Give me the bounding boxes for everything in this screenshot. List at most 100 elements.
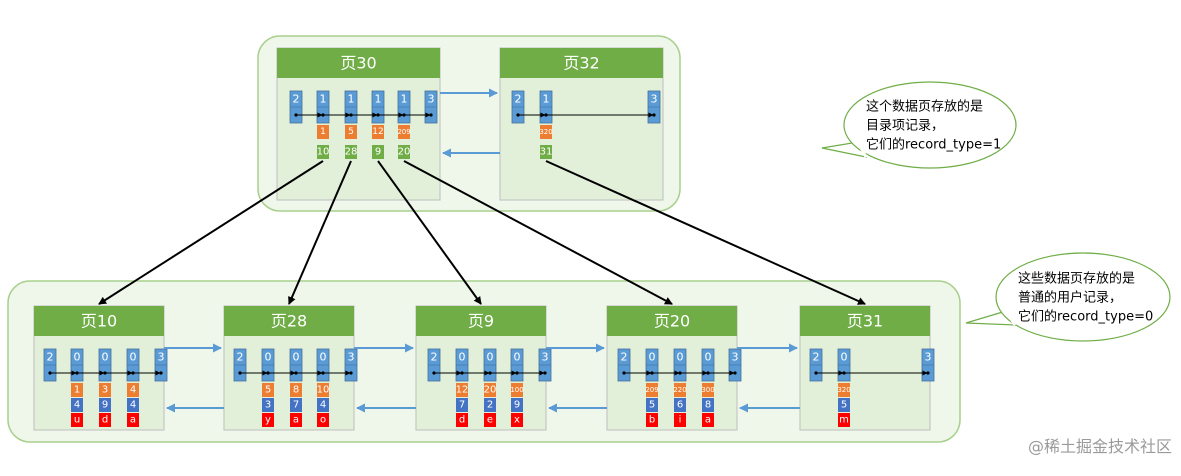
record-type-label: 1 <box>348 93 355 106</box>
column-cell-c1 <box>290 383 302 397</box>
column-cell-c3 <box>456 413 468 427</box>
record-type-label: 0 <box>677 351 684 364</box>
column-cell-c3 <box>838 413 850 427</box>
column-value-c3: y <box>265 415 271 426</box>
record-type-label: 0 <box>320 351 327 364</box>
page-header <box>500 48 663 78</box>
record-type-label: 1 <box>401 93 408 106</box>
record-supremum: 3 <box>921 348 935 382</box>
page-header <box>607 306 737 336</box>
column-value-c2: 5 <box>841 400 847 411</box>
record-infimum: 2 <box>617 348 631 382</box>
column-value-c2: 2 <box>487 400 493 411</box>
column-cell-c3 <box>290 413 302 427</box>
page-header <box>277 48 440 78</box>
callout-line: 这些数据页存放的是 <box>1018 271 1135 287</box>
column-value-c2: 7 <box>459 400 465 411</box>
column-value-c1: 3 <box>102 385 108 396</box>
record-type-label: 3 <box>158 351 165 364</box>
column-value-c2: 4 <box>130 400 136 411</box>
column-cell-c3 <box>674 413 686 427</box>
record-type-label: 0 <box>841 351 848 364</box>
page-number-value: 9 <box>375 147 381 158</box>
callout-ellipse <box>995 252 1171 342</box>
record-type-label: 1 <box>375 93 382 106</box>
record-infimum: 2 <box>809 348 823 382</box>
record-entry: 1 12 9 <box>371 90 385 159</box>
record-type-label: 3 <box>925 351 932 364</box>
record-supremum: 3 <box>344 348 358 382</box>
column-value-c1: 12 <box>456 385 469 396</box>
column-cell-c3 <box>99 413 111 427</box>
record-type-label: 3 <box>348 351 355 364</box>
record-type-label: 2 <box>47 351 54 364</box>
column-value-c1: 100 <box>510 386 523 394</box>
watermark: @稀土掘金技术社区 <box>1028 437 1172 456</box>
key-cell <box>372 125 384 139</box>
page-number-cell <box>317 145 329 159</box>
column-cell-c3 <box>484 413 496 427</box>
record-type-label: 3 <box>651 93 658 106</box>
column-cell-c1 <box>456 383 468 397</box>
column-cell-c2 <box>71 398 83 412</box>
callout-seam <box>1004 310 1017 326</box>
column-cell-c2 <box>456 398 468 412</box>
key-value: 12 <box>372 127 383 137</box>
column-value-c1: 220 <box>673 386 686 394</box>
column-cell-c1 <box>674 383 686 397</box>
record-infimum: 2 <box>289 90 303 124</box>
record-type-label: 2 <box>621 351 628 364</box>
record-type-label: 3 <box>428 93 435 106</box>
callout-line: 它们的record_type=0 <box>1018 309 1153 325</box>
key-cell <box>540 125 552 139</box>
column-value-c2: 4 <box>74 400 80 411</box>
column-cell-c1 <box>317 383 329 397</box>
column-value-c3: x <box>514 415 520 426</box>
column-cell-c3 <box>71 413 83 427</box>
column-value-c3: e <box>487 415 493 426</box>
column-value-c1: 5 <box>265 385 271 396</box>
child-pointer-arrow <box>288 160 352 305</box>
column-value-c2: 6 <box>677 400 683 411</box>
page-title: 页31 <box>847 312 883 331</box>
page-title: 页28 <box>271 312 307 331</box>
column-cell-c1 <box>838 383 850 397</box>
page-header <box>416 306 546 336</box>
column-value-c2: 8 <box>705 400 711 411</box>
page-number-value: 20 <box>398 147 411 158</box>
column-cell-c1 <box>511 383 523 397</box>
record-type-label: 0 <box>705 351 712 364</box>
column-cell-c2 <box>262 398 274 412</box>
column-value-c3: u <box>74 415 80 426</box>
column-value-c2: 5 <box>649 400 655 411</box>
column-cell-c1 <box>127 383 139 397</box>
column-value-c3: a <box>705 415 711 426</box>
child-pointer-arrow <box>98 160 324 305</box>
column-value-c3: i <box>679 415 682 426</box>
column-cell-c1 <box>484 383 496 397</box>
page-title: 页9 <box>468 312 494 331</box>
child-pointer-arrow <box>545 160 866 305</box>
callout-line: 它们的record_type=1 <box>866 137 1001 153</box>
record-type-label: 0 <box>265 351 272 364</box>
column-cell-c1 <box>702 383 714 397</box>
page-number-value: 10 <box>317 147 330 158</box>
column-value-c3: b <box>649 415 655 426</box>
page-title: 页30 <box>340 54 376 73</box>
record-type-label: 0 <box>293 351 300 364</box>
column-cell-c3 <box>646 413 658 427</box>
column-cell-c3 <box>262 413 274 427</box>
column-cell-c2 <box>511 398 523 412</box>
column-value-c2: 9 <box>102 400 108 411</box>
